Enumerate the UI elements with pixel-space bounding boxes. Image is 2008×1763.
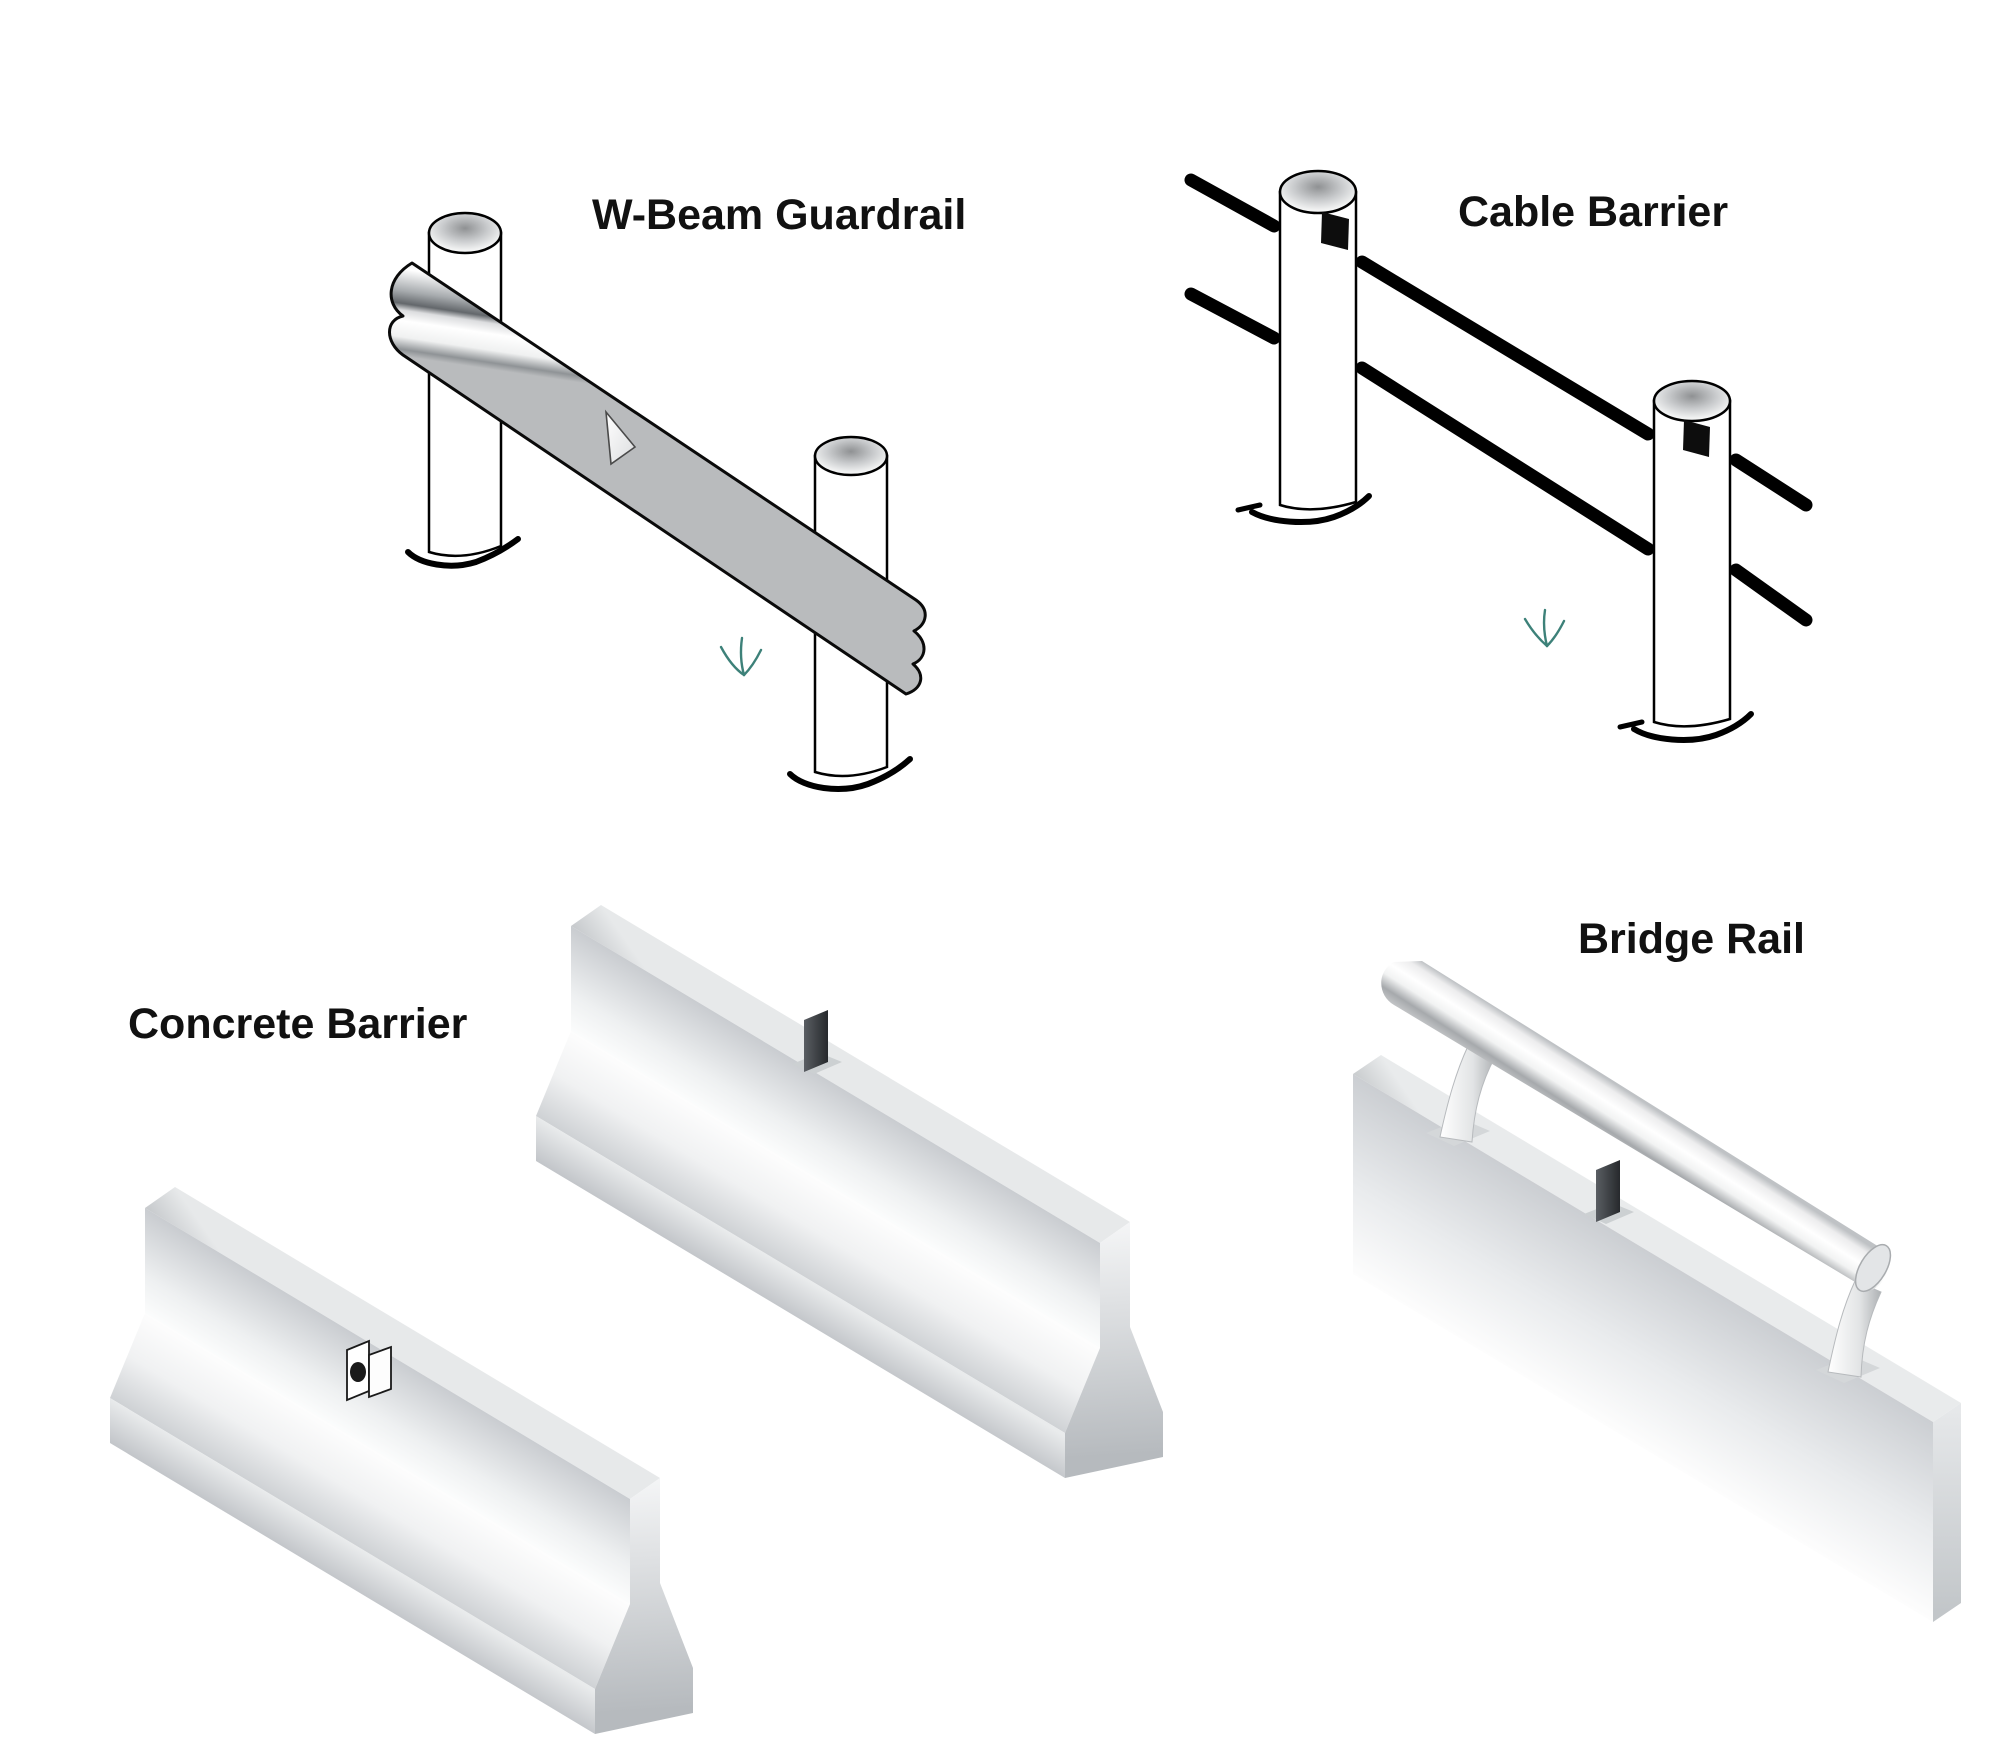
barrier-flare-face	[110, 1313, 630, 1689]
support-post	[1827, 1280, 1882, 1378]
grass-icon	[719, 636, 763, 677]
upper-cable	[1729, 453, 1813, 512]
upper-cable	[1184, 173, 1281, 233]
bridge-parapet	[1353, 1055, 1961, 1622]
barrier-top-face	[571, 905, 1130, 1243]
wbeam-guardrail-illustration	[388, 211, 927, 792]
bridge-tube-rail	[1381, 961, 1892, 1293]
reflector-triangle-icon	[604, 409, 637, 466]
ground-line	[405, 536, 521, 569]
jersey-barrier-front	[110, 1187, 693, 1734]
post-top	[1278, 169, 1358, 215]
barrier-wall-face	[145, 1208, 630, 1604]
top-delineator-tab	[1584, 1160, 1634, 1224]
ground-line	[787, 756, 913, 792]
side-reflector	[346, 1339, 392, 1402]
cable-barrier-illustration	[1184, 169, 1813, 743]
ground-line	[1617, 719, 1645, 730]
wbeam-guardrail-label: W-Beam Guardrail	[592, 191, 967, 239]
post-reflector-icon	[1321, 212, 1349, 250]
cable-post-right	[1617, 379, 1754, 743]
ground-line	[1249, 493, 1372, 526]
lower-cable	[1355, 361, 1655, 556]
barrier-top-face	[145, 1187, 660, 1499]
cable-post-left	[1235, 169, 1372, 526]
concrete-barrier-label: Concrete Barrier	[128, 1000, 468, 1048]
parapet-wall-face	[1353, 1074, 1933, 1622]
lower-cable	[1729, 563, 1813, 627]
reflector-plate-icon	[368, 1345, 392, 1399]
reflector-tab-icon	[1596, 1160, 1620, 1222]
post-top	[1652, 379, 1732, 423]
bridge-rail-illustration	[1353, 961, 1961, 1622]
jersey-barrier-back	[536, 905, 1163, 1478]
concrete-barrier-illustration	[110, 905, 1163, 1734]
reflector-tab-icon	[804, 1010, 828, 1072]
post-reflector-icon	[1683, 420, 1710, 457]
ground-line	[1631, 711, 1754, 743]
tube-end-cap	[1854, 1243, 1892, 1293]
barrier-base-face	[536, 1116, 1065, 1478]
parapet-end-face	[1933, 1403, 1961, 1622]
upper-cable	[1355, 255, 1655, 441]
cables	[1184, 173, 1813, 627]
post-top	[427, 211, 503, 255]
ground-line	[1235, 502, 1263, 513]
rail-support-right	[1816, 1280, 1882, 1383]
lower-cable	[1184, 287, 1281, 345]
grass-icon	[1523, 608, 1566, 648]
barrier-flare-face	[536, 1031, 1100, 1433]
parapet-top-face	[1353, 1055, 1961, 1422]
barrier-end-face	[595, 1478, 693, 1734]
top-delineator-tab	[792, 1010, 842, 1074]
tube-body	[1381, 961, 1888, 1291]
barrier-end-face	[1065, 1222, 1163, 1478]
barrier-base-face	[110, 1398, 595, 1734]
wbeam-rail	[388, 261, 927, 696]
post-top	[813, 435, 889, 477]
reflector-dot-icon	[350, 1362, 366, 1382]
cable-barrier-label: Cable Barrier	[1458, 188, 1729, 236]
bridge-rail-label: Bridge Rail	[1578, 915, 1805, 963]
barrier-wall-face	[571, 926, 1100, 1348]
